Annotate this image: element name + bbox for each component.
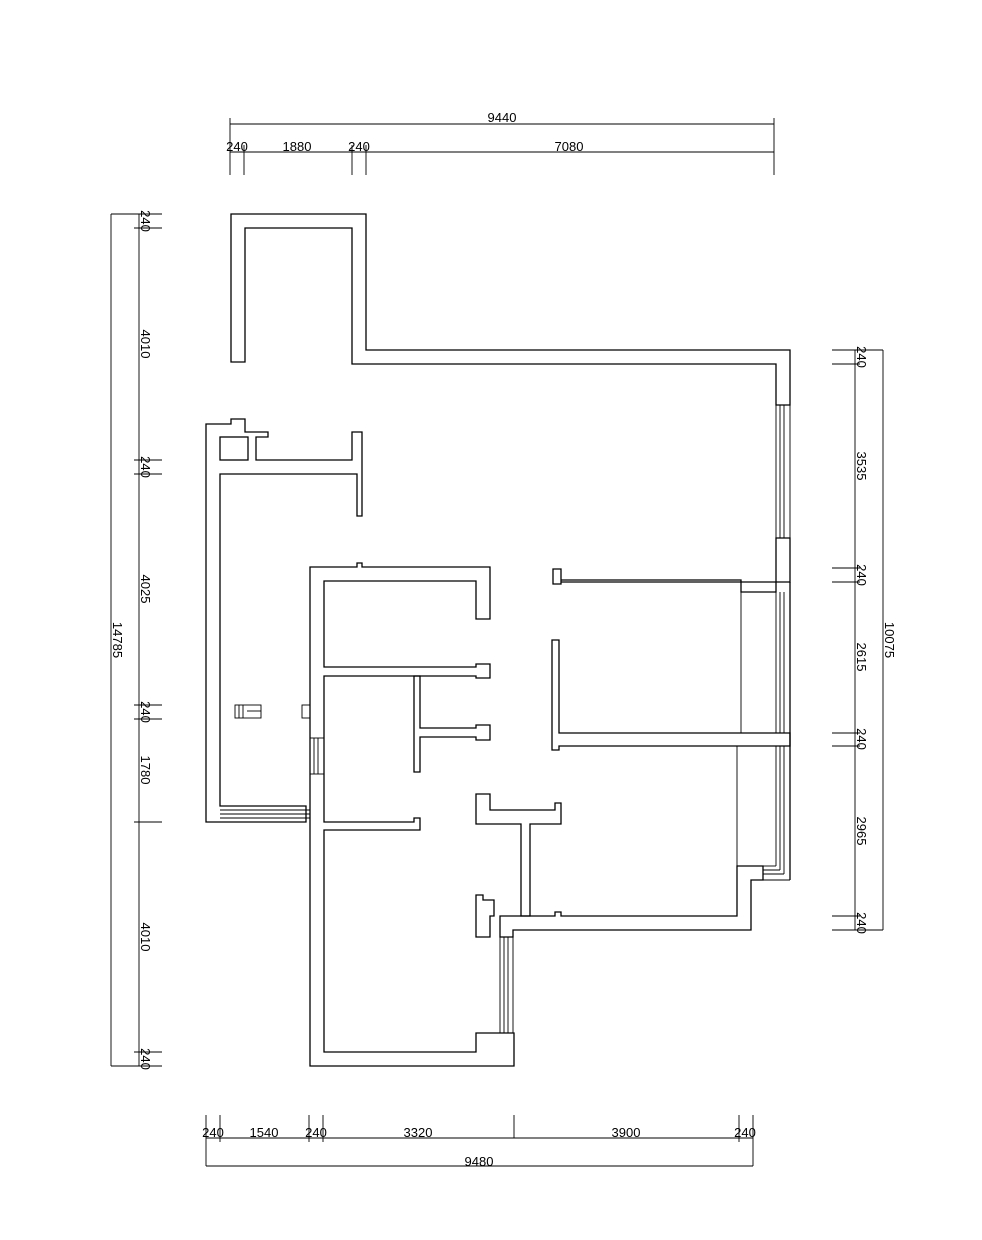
- shaft: [219, 436, 249, 461]
- dim-right-seg-6: 2965: [854, 817, 869, 846]
- dim-right-overall: 10075: [882, 622, 897, 658]
- walls: [205, 213, 791, 1067]
- dim-bottom-seg-3: 240: [305, 1125, 327, 1140]
- dim-bottom-seg-4: 3320: [404, 1125, 433, 1140]
- right-window-upper: [775, 405, 791, 538]
- bedroom2-left-wall: [475, 793, 562, 917]
- dim-top-seg-3: 240: [348, 139, 370, 154]
- dim-right-seg-5: 240: [854, 728, 869, 750]
- dim-right-seg-4: 2615: [854, 643, 869, 672]
- right-window-middle: [740, 592, 785, 733]
- dimensions-right: 240 3535 240 2615 240 2965 240 10075: [832, 346, 897, 934]
- dim-left-seg-5: 240: [138, 701, 153, 723]
- dim-left-seg-4: 4025: [138, 575, 153, 604]
- kitchen-t-wall: [205, 418, 363, 823]
- balcony-wall: [230, 213, 791, 406]
- bedroom3-window: [499, 937, 514, 1033]
- dim-left-seg-6: 1780: [138, 756, 153, 785]
- corridor-wall-a: [475, 894, 495, 938]
- bath-t-wall: [413, 675, 491, 773]
- hall-window: [310, 737, 324, 775]
- dim-bottom-seg-6: 240: [734, 1125, 756, 1140]
- bedroom1-top-wall: [552, 568, 777, 593]
- dim-left-seg-8: 240: [138, 1048, 153, 1070]
- dim-top-overall: 9440: [488, 110, 517, 125]
- dim-left-seg-3: 240: [138, 456, 153, 478]
- kitchen-window: [220, 809, 310, 819]
- niche-markers: [234, 704, 311, 719]
- dim-bottom-seg-1: 240: [202, 1125, 224, 1140]
- dim-bottom-seg-2: 1540: [250, 1125, 279, 1140]
- dim-bottom-overall: 9480: [465, 1154, 494, 1169]
- dim-top-seg-2: 1880: [283, 139, 312, 154]
- dimensions-bottom: 240 1540 240 3320 3900 240 9480: [202, 1115, 756, 1169]
- bedroom-partition: [551, 639, 791, 751]
- dimensions-left: 240 4010 240 4025 240 1780 4010 240 1478…: [110, 210, 162, 1070]
- central-block-wall: [309, 562, 515, 1067]
- right-wall-lower-a: [775, 537, 791, 583]
- dim-left-seg-2: 4010: [138, 330, 153, 359]
- dimensions-top: 9440 240 1880 240 7080: [226, 110, 775, 175]
- dim-right-seg-2: 3535: [854, 452, 869, 481]
- dim-top-seg-4: 7080: [555, 139, 584, 154]
- dim-right-seg-1: 240: [854, 346, 869, 368]
- dim-right-seg-3: 240: [854, 564, 869, 586]
- dim-right-seg-7: 240: [854, 912, 869, 934]
- dim-left-overall: 14785: [110, 622, 125, 658]
- dim-bottom-seg-5: 3900: [612, 1125, 641, 1140]
- bedroom2-bottom-wall: [499, 865, 764, 938]
- dim-top-seg-1: 240: [226, 139, 248, 154]
- dim-left-seg-1: 240: [138, 210, 153, 232]
- dim-left-seg-7: 4010: [138, 923, 153, 952]
- right-window-lower: [736, 746, 790, 881]
